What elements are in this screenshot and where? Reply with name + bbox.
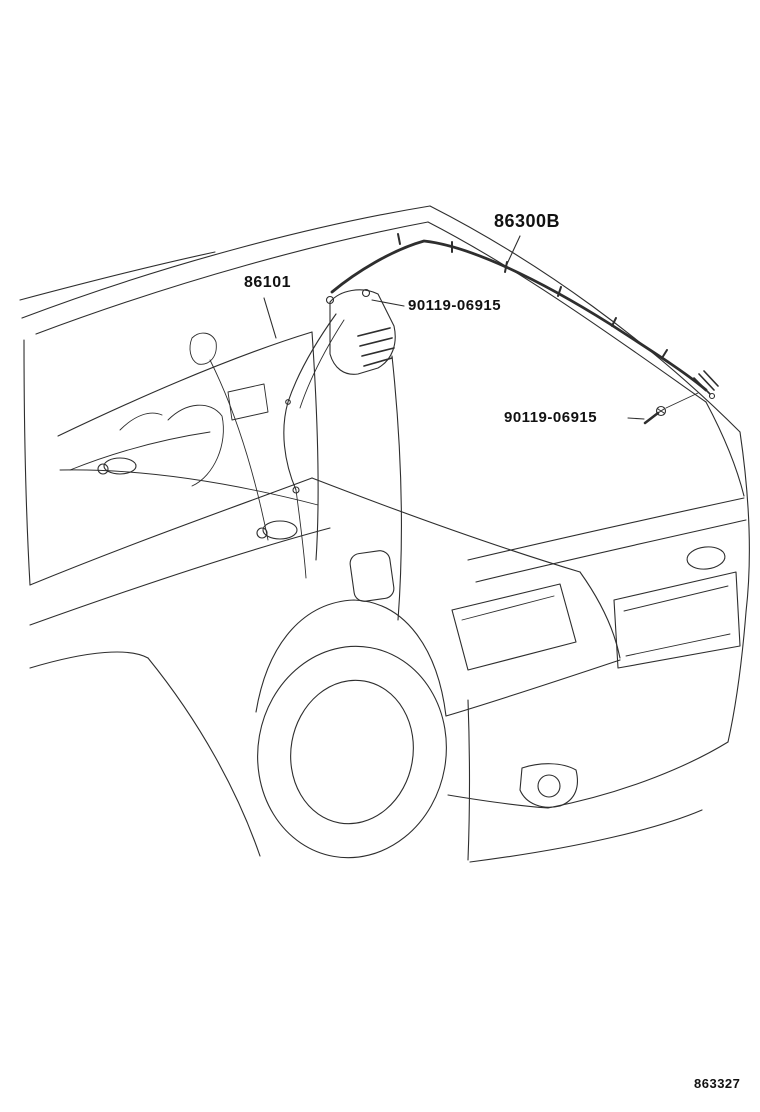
rear-details [97, 457, 741, 808]
antenna-cable [330, 233, 719, 400]
body-outline [19, 205, 750, 863]
figure-number: 863327 [694, 1076, 741, 1091]
ground-screw-icon [643, 392, 699, 425]
callout-leader-lines [263, 235, 645, 420]
part-label-86101: 86101 [244, 274, 291, 291]
rear-wheel [255, 599, 447, 859]
interior-details [59, 332, 319, 541]
part-label-90119-06915-upper: 90119-06915 [408, 297, 502, 314]
part-label-86300B: 86300B [494, 211, 561, 231]
part-label-90119-06915-lower: 90119-06915 [504, 409, 598, 426]
antenna-amplifier [283, 288, 396, 579]
